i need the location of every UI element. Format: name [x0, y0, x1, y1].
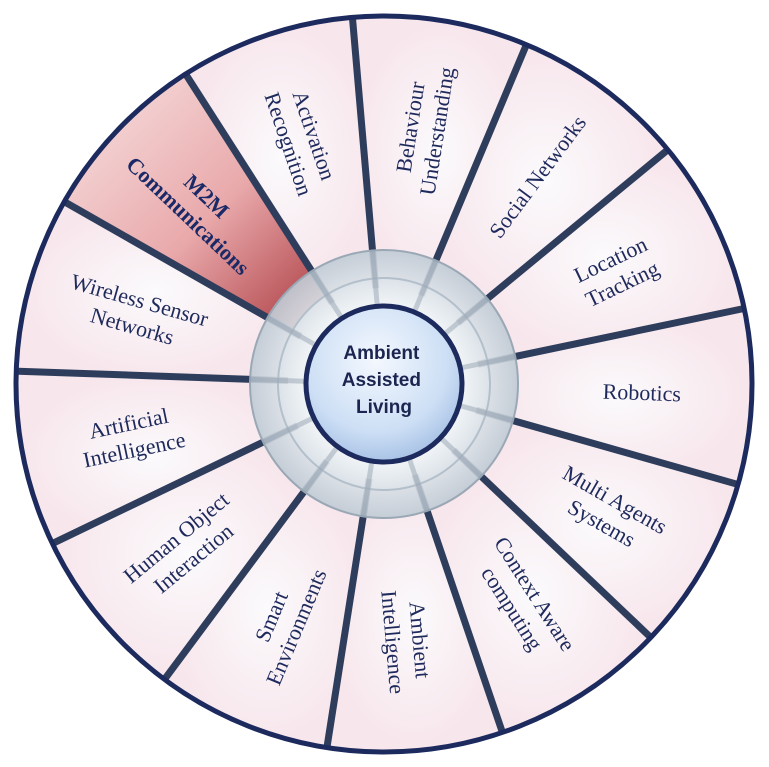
spokes-layer: [18, 19, 743, 747]
segment-3: [186, 19, 375, 295]
hub-spoke-7: [461, 354, 516, 371]
spoke-13: [52, 422, 300, 546]
outer-rim: [13, 13, 755, 755]
spoke-10: [411, 473, 506, 732]
segment-13: [17, 371, 289, 543]
hub-inner-ring: [277, 277, 491, 491]
hub-spoke-11: [360, 462, 375, 517]
hub-spoke-2: [266, 315, 316, 347]
segment-12: [54, 429, 321, 678]
spoke-6: [455, 148, 669, 326]
hub-spoke-5: [412, 259, 439, 312]
spoke-2: [64, 199, 303, 340]
hub-spokes: [249, 250, 516, 517]
segment-7: [485, 308, 750, 484]
spoke-5: [417, 45, 529, 297]
spoke-3: [183, 73, 336, 306]
segment-4: [352, 17, 526, 287]
segment-1: [18, 202, 292, 381]
hub-spoke-13: [262, 416, 313, 445]
spoke-4: [349, 19, 380, 289]
hub-spoke-4: [370, 250, 380, 305]
segment-label-7: Robotics: [602, 379, 681, 407]
segment-10: [327, 484, 502, 750]
spoke-11: [323, 478, 373, 747]
segment-2: [66, 75, 327, 332]
segment-5: [425, 46, 667, 317]
spoke-9: [451, 447, 652, 639]
spoke-7: [477, 305, 743, 368]
hub-spoke-9: [440, 437, 483, 479]
hub-spoke-3: [309, 269, 343, 318]
center-label-line-1: Ambient: [343, 343, 420, 364]
segment-label-7-line-1: Robotics: [602, 379, 681, 407]
spoke-8: [475, 406, 738, 488]
hub-spoke-10: [407, 458, 430, 512]
hub-spoke-8: [460, 403, 514, 423]
center-circle: [303, 303, 465, 465]
segments-layer: [17, 17, 750, 750]
center-label-line-2: Assisted: [342, 370, 421, 391]
center-label-line-3: Living: [356, 397, 412, 418]
segment-9: [418, 457, 650, 731]
spoke-12: [162, 458, 330, 680]
spoke-1: [18, 367, 289, 385]
hub-spoke-1: [249, 376, 305, 384]
hub-spoke-6: [444, 296, 489, 336]
hub-spoke-12: [302, 446, 339, 494]
segment-6: [465, 151, 743, 363]
segment-11: [165, 469, 368, 746]
segment-8: [460, 412, 737, 637]
center-label: Ambient Assisted Living: [342, 343, 426, 418]
